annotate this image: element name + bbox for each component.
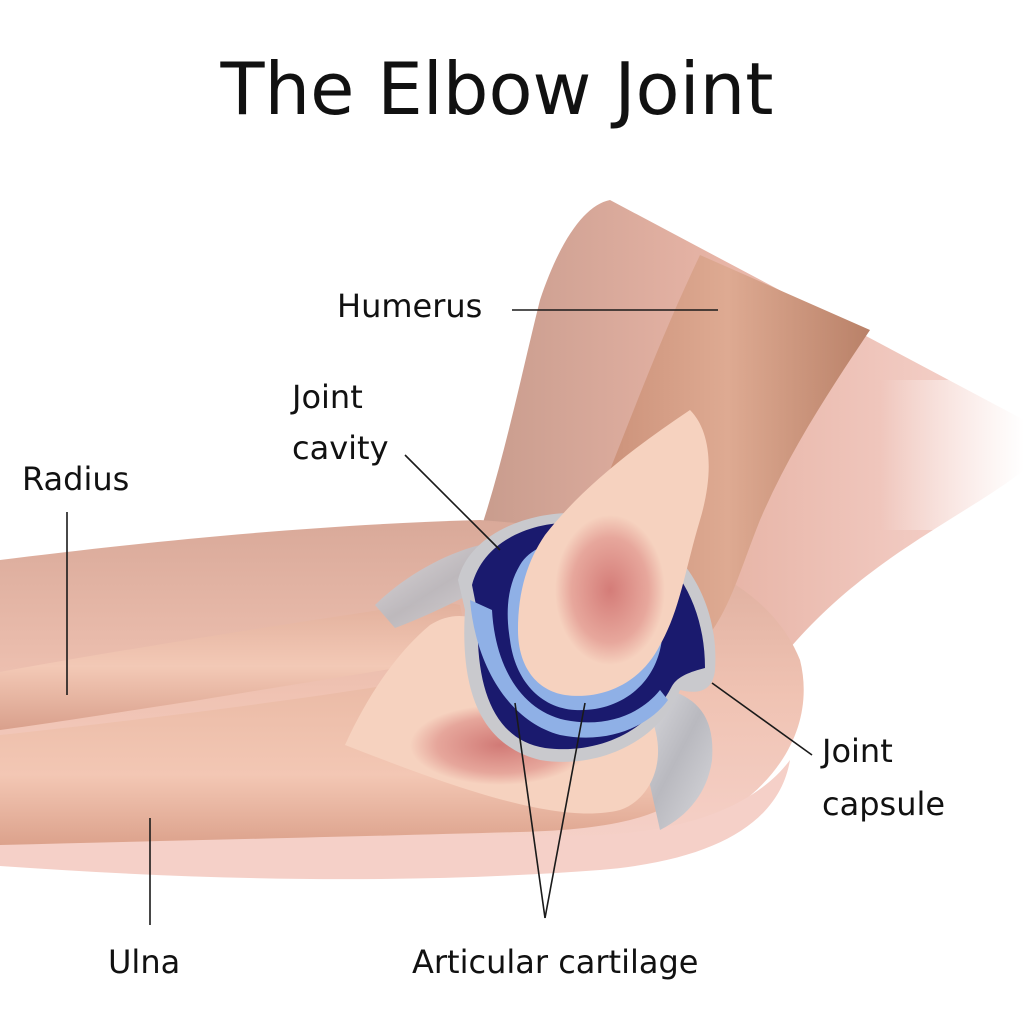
label-joint-cavity-line2: cavity [292,429,389,467]
humerus-marrow [555,515,665,665]
joint-cavity-leader [404,454,501,551]
articular-cartilage-leader-1 [514,702,546,919]
articular-cartilage-ulna [470,600,668,738]
articular-cartilage-leader-2 [544,702,586,919]
label-joint-capsule-line1: Joint [820,732,893,770]
label-joint-cavity-line1: Joint [290,378,363,416]
label-ulna: Ulna [108,943,180,981]
label-joint-capsule-line2: capsule [822,785,945,823]
forearm-underside [0,760,790,880]
label-humerus: Humerus [337,287,482,325]
radius-bone [0,602,470,730]
capsule-right-ligament [640,690,713,830]
label-articular-cartilage: Articular cartilage [412,943,698,981]
arm-fade [880,380,1024,530]
label-radius: Radius [22,460,129,498]
joint-capsule-leader [711,682,813,756]
diagram-title: The Elbow Joint [220,47,774,131]
